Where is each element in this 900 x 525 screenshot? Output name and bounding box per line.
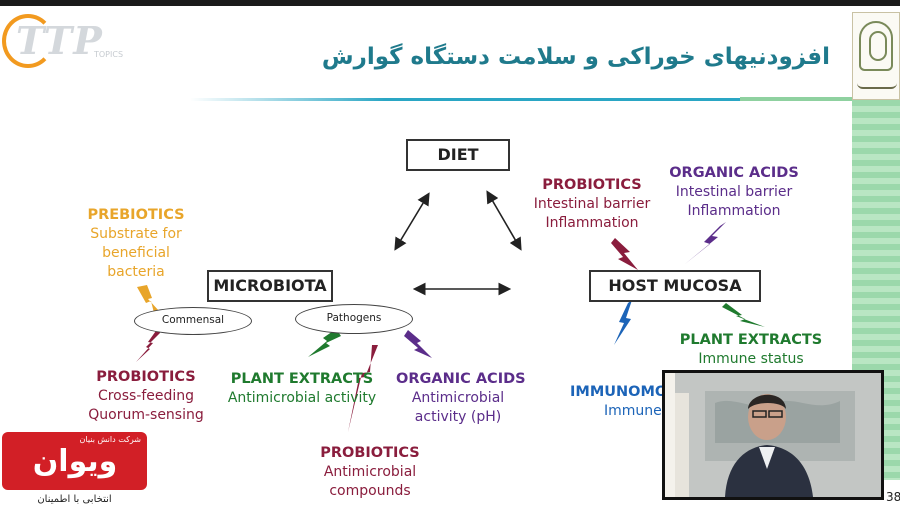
video-scene [665,373,881,497]
bolt-probiotics-right-icon [611,238,638,270]
label-plant-extracts-right-line: Immune status [698,351,804,367]
arrow-diet-host [486,190,522,251]
label-plant-extracts-right: PLANT EXTRACTS Immune status [676,331,826,369]
bolt-probiotics-left-icon [136,328,160,362]
label-organic-acids-right-heading: ORGANIC ACIDS [669,165,799,181]
ttp-logo-arc [2,14,54,68]
channel-logo-badge: شرکت دانش بنیان ویوان [2,432,147,490]
label-plant-extracts-right-heading: PLANT EXTRACTS [679,332,823,348]
channel-logo-name: ویوان [32,444,118,479]
label-immunomodulators-line: Immune [604,403,662,419]
label-probiotics-right: PROBIOTICS Intestinal barrier Inflammati… [526,176,658,233]
ttp-logo-text: TTP [16,18,103,63]
label-prebiotics-line: Substrate for [90,226,182,242]
label-probiotics-bottom-line: Antimicrobial [323,464,417,480]
bolt-prebiotics-icon [137,285,160,313]
label-probiotics-left-heading: PROBIOTICS [96,369,196,385]
channel-logo: شرکت دانش بنیان ویوان انتخابی با اطمینان [2,432,147,510]
presenter-video-image [665,373,881,497]
video-call-window[interactable] [662,370,884,500]
node-commensal: Commensal [134,307,252,335]
title-underline [190,98,840,101]
label-prebiotics-line: bacteria [107,264,165,280]
bolt-plant-right-icon [722,303,765,327]
bolt-organic-left-icon [404,330,432,358]
label-organic-acids-left-line: activity (pH) [414,409,502,425]
label-prebiotics: PREBIOTICS Substrate for beneficial bact… [78,206,194,282]
label-prebiotics-line: beneficial [102,245,170,261]
bolt-organic-right-icon [685,222,726,264]
label-plant-extracts-left: PLANT EXTRACTS Antimicrobial activity [218,370,386,408]
label-organic-acids-right-line: Inflammation [687,203,781,219]
channel-logo-company: شرکت دانش بنیان [79,435,141,444]
bolt-plant-left-icon [308,329,341,357]
bolt-immuno-icon [614,300,632,345]
university-script [857,77,897,89]
arrow-diet-microbiota [394,192,430,251]
label-probiotics-bottom-heading: PROBIOTICS [320,445,420,461]
label-immunomodulators-heading: IMMUNOMO [570,384,668,400]
top-bar [0,0,900,6]
slide-title: افزودنیهای خوراکی و سلامت دستگاه گوارش [321,44,830,70]
label-probiotics-right-line: Intestinal barrier [533,196,651,212]
label-plant-extracts-left-line: Antimicrobial activity [227,390,377,406]
title-underline-accent [740,97,852,101]
label-probiotics-left: PROBIOTICS Cross-feeding Quorum-sensing [80,368,212,425]
label-probiotics-bottom: PROBIOTICS Antimicrobial compounds [310,444,430,501]
label-probiotics-right-heading: PROBIOTICS [542,177,642,193]
label-prebiotics-heading: PREBIOTICS [87,207,185,223]
node-microbiota: MICROBIOTA [207,270,333,302]
page-number: 38 [886,490,900,504]
label-plant-extracts-left-heading: PLANT EXTRACTS [230,371,374,387]
node-diet: DIET [406,139,510,171]
label-probiotics-left-line: Cross-feeding [97,388,195,404]
channel-logo-slogan: انتخابی با اطمینان [37,494,112,505]
node-host-mucosa: HOST MUCOSA [589,270,761,302]
label-organic-acids-right: ORGANIC ACIDS Intestinal barrier Inflamm… [664,164,804,221]
label-probiotics-right-line: Inflammation [545,215,639,231]
node-pathogens: Pathogens [295,304,413,334]
label-organic-acids-right-line: Intestinal barrier [675,184,793,200]
label-organic-acids-left-line: Antimicrobial [411,390,505,406]
ttp-logo: TTP TOPICS [2,10,162,70]
label-organic-acids-left: ORGANIC ACIDS Antimicrobial activity (pH… [396,370,526,427]
label-immunomodulators: IMMUNOMO Immune [570,383,670,421]
ttp-logo-sub: TOPICS [94,50,124,59]
university-emblem-icon [859,21,893,71]
label-probiotics-left-line: Quorum-sensing [88,407,204,423]
label-probiotics-bottom-line: compounds [329,483,411,499]
label-organic-acids-left-heading: ORGANIC ACIDS [396,371,526,387]
